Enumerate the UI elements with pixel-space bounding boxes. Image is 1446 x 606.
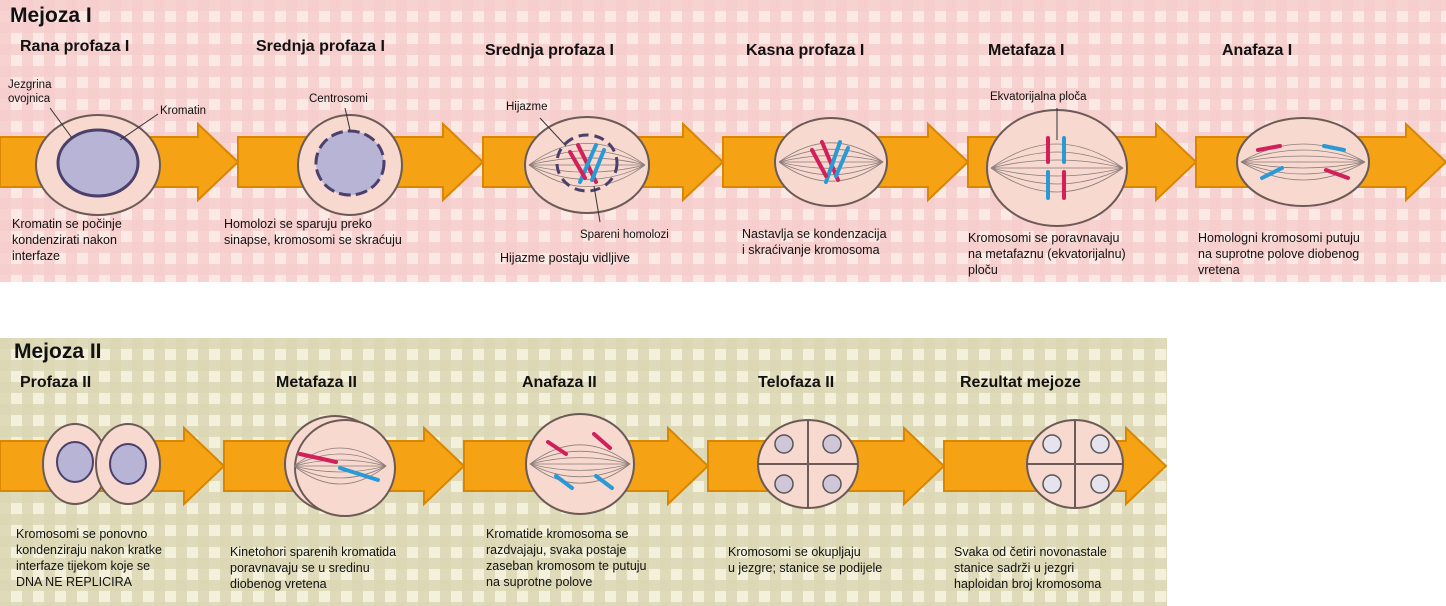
desc-line: sinapse, kromosomi se skraćuju [224,232,402,248]
stage-telophase-2-title: Telofaza II [758,374,834,392]
stage-early-prophase-1-title: Rana profaza I [20,38,129,56]
label-nuclear-envelope: Jezgrina ovojnica [8,78,51,106]
desc-telophase-2: Kromosomi se okupljaju u jezgre; stanice… [728,544,882,576]
desc-mid-prophase-1a: Homolozi se sparuju preko sinapse, kromo… [224,216,402,248]
stage-anaphase-1-title: Anafaza I [1222,42,1292,60]
desc-line: diobenog vretena [230,576,396,592]
meiosis-1-title: Mejoza I [10,4,92,28]
daughter-nucleus [823,435,841,453]
desc-late-prophase-1: Nastavlja se kondenzacija i skraćivanje … [742,226,887,258]
label-chiasma: Hijazme [506,100,548,114]
desc-line: kondenzirati nakon [12,232,122,248]
stage-prophase-2-title: Profaza II [20,374,91,392]
desc-line: na suprotne polove [486,574,647,590]
haploid-nucleus [1091,475,1109,493]
label-equatorial-plate: Ekvatorijalna ploča [990,90,1087,104]
desc-line: vretena [1198,262,1360,278]
desc-line: haploidan broj kromosoma [954,576,1107,592]
label-paired-homologs: Spareni homolozi [580,228,669,242]
desc-line: u jezgre; stanice se podijele [728,560,882,576]
haploid-nucleus [1043,435,1061,453]
desc-line: Nastavlja se kondenzacija [742,226,887,242]
desc-line: Kromosomi se poravnavaju [968,230,1126,246]
desc-line: ploču [968,262,1126,278]
desc-line: na metafaznu (ekvatorijalnu) [968,246,1126,262]
desc-metaphase-1: Kromosomi se poravnavaju na metafaznu (e… [968,230,1126,278]
desc-line: kondenziraju nakon kratke [16,542,162,558]
label-centrosomes: Centrosomi [309,92,368,106]
haploid-nucleus [1043,475,1061,493]
desc-line: Hijazme postaju vidljive [500,250,630,266]
stage-anaphase-2-title: Anafaza II [522,374,597,392]
desc-line: i skraćivanje kromosoma [742,242,887,258]
desc-prophase-2: Kromosomi se ponovno kondenziraju nakon … [16,526,162,590]
stage-result-title: Rezultat mejoze [960,374,1081,392]
desc-line: Homolozi se sparuju preko [224,216,402,232]
desc-anaphase-1: Homologni kromosomi putuju na suprotne p… [1198,230,1360,278]
desc-line: stanice sadrži u jezgri [954,560,1107,576]
meiosis-2-title: Mejoza II [14,340,102,364]
stage-metaphase-2-title: Metafaza II [276,374,357,392]
desc-mid-prophase-1b: Hijazme postaju vidljive [500,250,630,266]
desc-early-prophase-1: Kromatin se počinje kondenzirati nakon i… [12,216,122,264]
desc-line: interfaze tijekom koje se [16,558,162,574]
daughter-nucleus [823,475,841,493]
nucleus [110,444,146,484]
nucleus [57,442,93,482]
nucleus [58,130,138,196]
stage-late-prophase-1-title: Kasna profaza I [746,42,864,60]
desc-line: Kromosomi se okupljaju [728,544,882,560]
daughter-nucleus [775,475,793,493]
desc-line: razdvajaju, svaka postaje [486,542,647,558]
desc-line: Kromatin se počinje [12,216,122,232]
desc-line: Svaka od četiri novonastale [954,544,1107,560]
label-nuclear-envelope-line-1: Jezgrina [8,78,51,92]
label-nuclear-envelope-line-2: ovojnica [8,92,51,106]
desc-line: Homologni kromosomi putuju [1198,230,1360,246]
desc-line: poravnavaju se u sredinu [230,560,396,576]
desc-anaphase-2: Kromatide kromosoma se razdvajaju, svaka… [486,526,647,590]
desc-metaphase-2: Kinetohori sparenih kromatida poravnavaj… [230,544,396,592]
stage-mid-prophase-1a-title: Srednja profaza I [256,38,385,56]
meiosis-2-panel: Mejoza II Profaza II Metafaza II Anafaza… [0,338,1167,606]
daughter-nucleus [775,435,793,453]
label-chromatin: Kromatin [160,104,206,118]
stage-mid-prophase-1b-title: Srednja profaza I [485,42,614,60]
desc-line: DNA NE REPLICIRA [16,574,162,590]
desc-result: Svaka od četiri novonastale stanice sadr… [954,544,1107,592]
desc-line: zaseban kromosom te putuju [486,558,647,574]
desc-line: Kromosomi se ponovno [16,526,162,542]
stage-metaphase-1-title: Metafaza I [988,42,1064,60]
desc-line: interfaze [12,248,122,264]
nucleus [316,131,384,195]
haploid-nucleus [1091,435,1109,453]
desc-line: Kromatide kromosoma se [486,526,647,542]
meiosis-1-panel: Mejoza I Rana profaza I Srednja profaza … [0,0,1446,282]
desc-line: Kinetohori sparenih kromatida [230,544,396,560]
desc-line: na suprotne polove diobenog [1198,246,1360,262]
